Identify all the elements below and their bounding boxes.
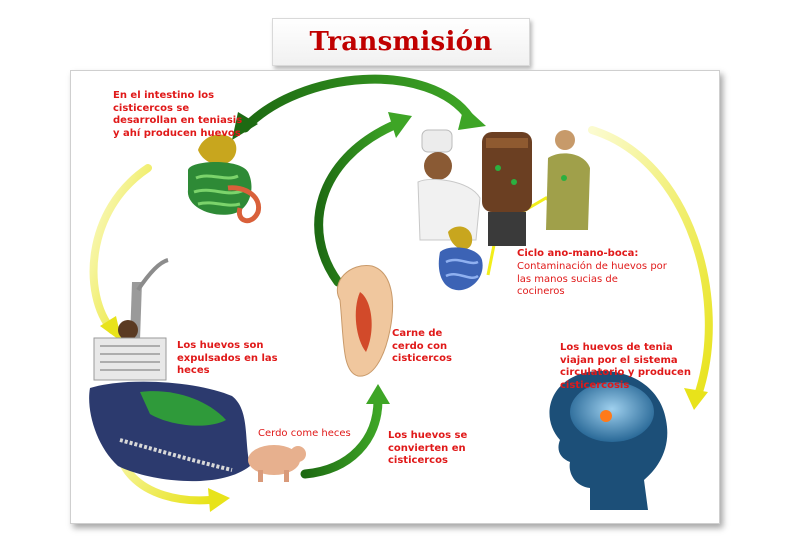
green-arrow-middle bbox=[319, 112, 412, 282]
intestine-illustration bbox=[188, 134, 259, 220]
soil-illustration bbox=[89, 382, 250, 482]
pig-illustration bbox=[248, 445, 306, 482]
label-ciclo-body: Contaminación de huevos por las manos su… bbox=[517, 261, 667, 299]
label-huevos-tenia: Los huevos de tenia viajan por el sistem… bbox=[560, 342, 710, 392]
label-huevos-expulsados: Los huevos son expulsados en las heces bbox=[177, 340, 307, 378]
label-intestine: En el intestino los cisticercos se desar… bbox=[113, 90, 248, 140]
label-cerdo-come-heces: Cerdo come heces bbox=[258, 428, 368, 441]
label-ciclo-title: Ciclo ano-mano-boca: bbox=[517, 248, 667, 261]
label-carne-de-cerdo: Carne de cerdo con cisticercos bbox=[392, 328, 472, 366]
label-huevos-cisticercos: Los huevos se convierten en cisticercos bbox=[388, 430, 468, 468]
pork-meat-illustration bbox=[337, 265, 392, 376]
customer-illustration bbox=[546, 130, 590, 230]
cook-illustration bbox=[418, 130, 532, 246]
